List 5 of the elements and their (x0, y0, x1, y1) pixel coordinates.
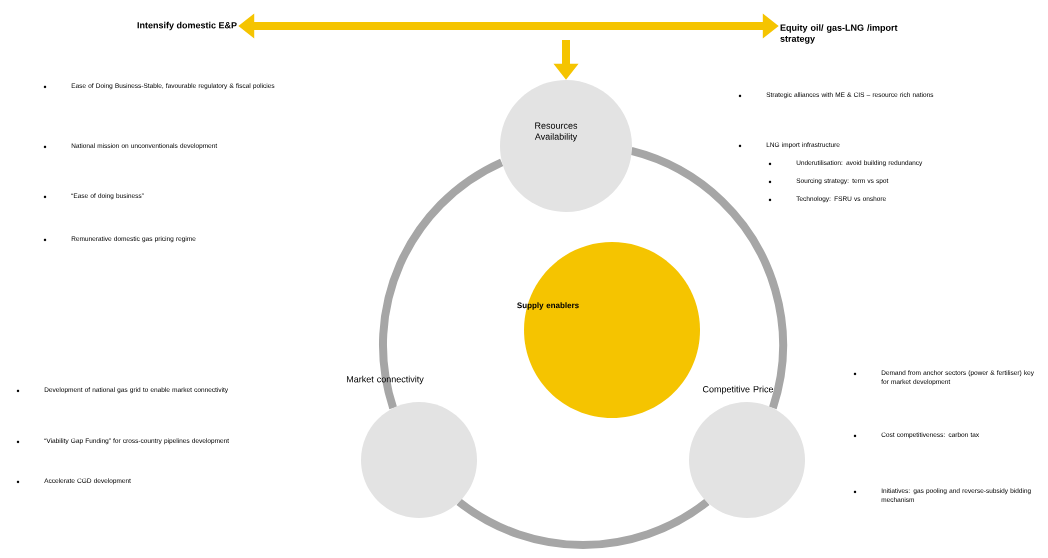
circle-with-label: Market connectivity (347, 375, 477, 518)
heading: Intensify domestic E&P (137, 21, 237, 31)
circle-with-label: Competitive Price (689, 385, 805, 518)
heading: Equity oil/ gas-LNG /import strategy (780, 24, 898, 44)
circle-with-label: Resources Availability (500, 80, 632, 212)
